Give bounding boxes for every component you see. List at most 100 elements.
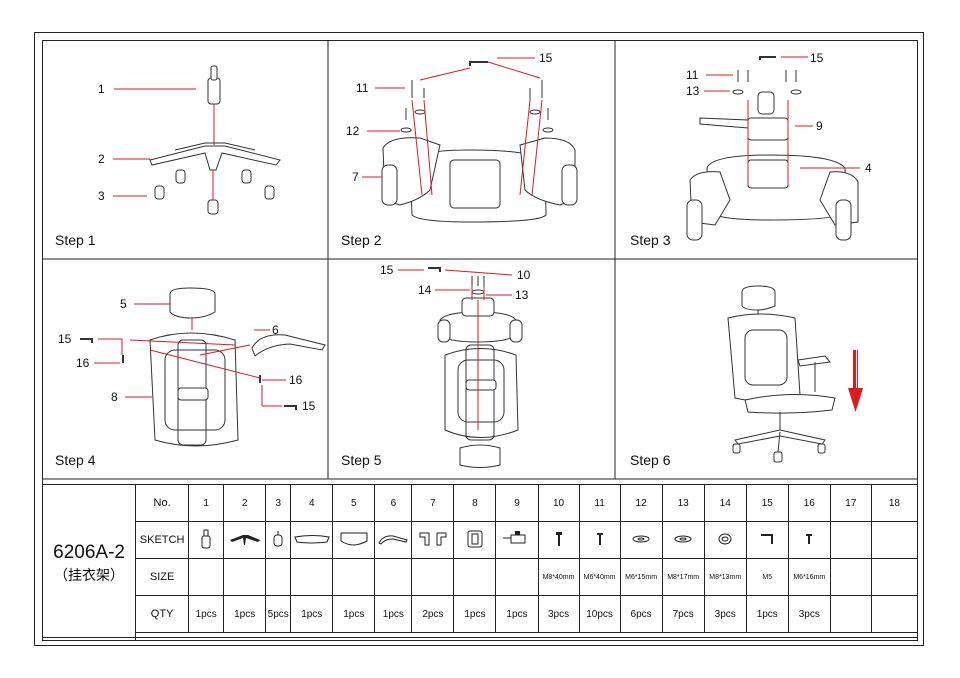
spring-washer-icon (703, 521, 747, 559)
caster-icon (265, 521, 292, 559)
empty-sketch-cell (829, 521, 872, 559)
callout-number: 12 (346, 124, 360, 138)
part-qty: 3pcs (703, 595, 747, 633)
part-qty: 1pcs (188, 595, 225, 633)
callout-number: 5 (120, 297, 127, 311)
callout-number: 4 (865, 161, 872, 175)
parts-table: 6206A-2 （挂衣架） No. 1 2 3 4 5 6 7 8 9 10 1… (41, 484, 919, 641)
part-size: M6*15mm (619, 558, 663, 596)
callout-number: 9 (816, 119, 823, 133)
part-size (188, 558, 225, 596)
part-qty: 1pcs (290, 595, 334, 633)
row-label-no: No. (135, 484, 190, 522)
part-qty: 1pcs (374, 595, 413, 633)
seat-icon (290, 521, 334, 559)
step3-drawing (686, 56, 859, 241)
model-cell: 6206A-2 （挂衣架） (41, 484, 137, 641)
callout-number: 2 (98, 152, 105, 166)
part-number: 14 (703, 484, 747, 522)
callout-number: 1 (98, 82, 105, 96)
part-size (453, 558, 497, 596)
callout-number: 15 (58, 332, 72, 346)
part-number: 7 (411, 484, 455, 522)
gas-lift-icon (188, 521, 225, 559)
callout-number: 15 (810, 51, 824, 65)
part-qty: 6pcs (619, 595, 663, 633)
step1-drawing (149, 65, 281, 215)
part-qty: 3pcs (787, 595, 831, 633)
part-size (374, 558, 413, 596)
mechanism-icon (495, 521, 539, 559)
callout-number: 13 (515, 288, 529, 302)
part-qty: 1pcs (745, 595, 789, 633)
part-number: 8 (453, 484, 497, 522)
part-number: 15 (745, 484, 789, 522)
callout-number: 11 (356, 81, 369, 95)
part-number: 4 (290, 484, 334, 522)
callout-number: 10 (517, 268, 531, 282)
outer-frame (34, 32, 924, 646)
part-size (411, 558, 455, 596)
part-number: 1 (188, 484, 225, 522)
callout-number: 3 (98, 189, 105, 203)
part-number: 16 (787, 484, 831, 522)
empty-sketch-cell (870, 521, 919, 559)
part-number: 9 (495, 484, 539, 522)
step-4-label: Step 4 (55, 452, 96, 468)
part-size: M8*17mm (661, 558, 705, 596)
part-number: 18 (870, 484, 919, 522)
part-size (332, 558, 376, 596)
callout-number: 15 (539, 51, 553, 65)
part-qty: 10pcs (578, 595, 621, 633)
row-label-size: SIZE (135, 558, 190, 596)
callout-number: 16 (289, 373, 303, 387)
part-qty: 1pcs (453, 595, 497, 633)
callout-number: 6 (272, 323, 279, 337)
part-size (290, 558, 334, 596)
callout-number: 8 (111, 390, 118, 404)
part-number: 5 (332, 484, 376, 522)
part-qty: 3pcs (537, 595, 580, 633)
part-number: 6 (374, 484, 413, 522)
part-number: 3 (265, 484, 292, 522)
row-label-qty: QTY (135, 595, 190, 633)
model-number: 6206A-2 (53, 541, 125, 563)
down-arrow-icon (848, 350, 863, 412)
armrest-pair-icon (411, 521, 455, 559)
base-icon (223, 521, 267, 559)
callout-number: 11 (686, 68, 699, 82)
callout-number: 14 (418, 283, 432, 297)
step6-drawing (727, 285, 836, 463)
step-1-label: Step 1 (55, 232, 96, 248)
part-number: 12 (619, 484, 663, 522)
part-size: M6*16mm (787, 558, 831, 596)
bolt-icon (537, 521, 580, 559)
callout-number: 13 (686, 84, 700, 98)
backrest-icon (453, 521, 497, 559)
part-number: 11 (578, 484, 621, 522)
part-qty (829, 595, 872, 633)
callout-number: 15 (302, 399, 316, 413)
part-qty: 1pcs (495, 595, 539, 633)
part-number: 13 (661, 484, 705, 522)
headrest-icon (332, 521, 376, 559)
callout-number: 7 (352, 170, 359, 184)
washer-icon (661, 521, 705, 559)
part-size: M8*13mm (703, 558, 747, 596)
part-number: 17 (829, 484, 872, 522)
step-5-label: Step 5 (341, 452, 382, 468)
step-6-label: Step 6 (630, 452, 671, 468)
armrest-icon (374, 521, 413, 559)
part-size (829, 558, 872, 596)
part-size (223, 558, 267, 596)
part-size (265, 558, 292, 596)
model-note: （挂衣架） (54, 567, 125, 584)
part-qty: 5pcs (265, 595, 292, 633)
step2-drawing (381, 61, 578, 223)
screw-icon (578, 521, 621, 559)
part-size: M8*40mm (537, 558, 580, 596)
part-qty: 7pcs (661, 595, 705, 633)
step-2-label: Step 2 (341, 232, 382, 248)
step4-drawing (80, 287, 326, 447)
